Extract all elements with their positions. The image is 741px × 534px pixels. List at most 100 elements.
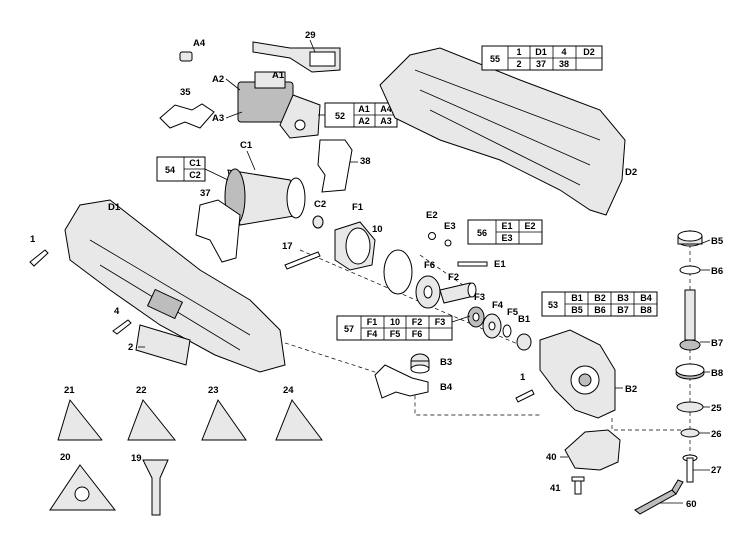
part-b8-gear (675, 363, 705, 380)
label-b4: B4 (440, 382, 453, 393)
t57-id: 57 (344, 324, 354, 334)
t55-r1c1: 37 (536, 59, 546, 69)
label-b6: B6 (711, 266, 723, 277)
label-f5: F5 (507, 307, 519, 318)
part-4-screw (112, 319, 132, 335)
label-25: 25 (711, 403, 722, 414)
part-e1-screw (457, 261, 488, 267)
t56-r0c0: E1 (501, 221, 512, 231)
part-switch-assembly (237, 71, 321, 139)
t53-r1c0: B5 (571, 305, 583, 315)
part-20-sanding-pad (49, 464, 117, 511)
label-a1: A1 (272, 70, 285, 81)
part-17-pin (284, 251, 321, 270)
t56-id: 56 (477, 228, 487, 238)
t52-r1c0: A2 (358, 116, 370, 126)
part-35-spring-clip (159, 103, 215, 129)
part-19-blade (142, 459, 169, 516)
part-f6-bearing (415, 275, 441, 309)
part-b4-fork-lever (374, 364, 429, 399)
t53-r1c3: B8 (640, 305, 652, 315)
table-56: 56 E1 E2 E3 (467, 219, 543, 245)
part-21-sanding-sheet (57, 399, 103, 441)
t52-r0c1: A4 (380, 104, 392, 114)
part-b7-spindle (679, 289, 701, 351)
label-d2: D2 (625, 167, 637, 178)
t53-r0c3: B4 (640, 293, 652, 303)
part-40-dust-guard (564, 429, 621, 471)
label-a2: A2 (212, 74, 224, 85)
label-22: 22 (136, 385, 147, 396)
label-29: 29 (305, 30, 316, 41)
label-b8: B8 (711, 368, 723, 379)
label-37: 37 (200, 188, 211, 199)
label-21: 21 (64, 385, 75, 396)
part-2-label (135, 324, 191, 366)
label-23: 23 (208, 385, 219, 396)
part-60-hex-key (634, 479, 684, 515)
t55-r0c1: D1 (535, 47, 547, 57)
part-c2-pinion (312, 215, 324, 229)
t57-r0c1: 10 (390, 317, 400, 327)
part-b6-circlip (679, 265, 701, 275)
part-e2-washer (428, 232, 436, 240)
part-f2-shaft (439, 282, 477, 304)
label-e2: E2 (426, 210, 438, 221)
part-f1-gear-housing (334, 221, 376, 271)
t56-r0c1: E2 (524, 221, 535, 231)
t57-r0c2: F2 (412, 317, 423, 327)
part-41-screw (571, 476, 585, 495)
t56-r1c0: E3 (501, 233, 512, 243)
label-a3: A3 (212, 113, 224, 124)
label-60: 60 (686, 499, 697, 510)
part-d2-housing (379, 47, 626, 216)
part-23-sanding-sheet (201, 398, 247, 441)
part-37-bracket (195, 199, 241, 263)
part-25-clamp (676, 401, 704, 413)
t57-r1c0: F4 (367, 329, 378, 339)
label-e3: E3 (444, 221, 456, 232)
label-b3: B3 (440, 357, 452, 368)
part-a4-cap (179, 51, 193, 62)
t53-r1c2: B7 (617, 305, 629, 315)
t55-r0c0: 1 (516, 47, 521, 57)
label-4: 4 (114, 306, 120, 317)
label-1-right: 1 (520, 372, 526, 383)
label-d1: D1 (108, 202, 121, 213)
part-b2-head-housing (539, 329, 616, 419)
t54-id: 54 (165, 165, 175, 175)
label-40: 40 (546, 452, 557, 463)
label-10: 10 (372, 224, 383, 235)
part-f5-clip (502, 324, 512, 338)
part-27-bolt (682, 454, 698, 483)
t52-r1c1: A3 (380, 116, 392, 126)
label-c2: C2 (314, 199, 326, 210)
t52-id: 52 (335, 111, 345, 121)
table-53: 53 B1 B2 B3 B4 B5 B6 B7 B8 (541, 291, 658, 317)
label-f2: F2 (448, 272, 459, 283)
t57-r0c0: F1 (367, 317, 378, 327)
part-22-sanding-sheet (127, 399, 177, 441)
label-38: 38 (360, 156, 371, 167)
part-10-ring (383, 249, 413, 295)
part-e3-washer (444, 239, 452, 247)
label-a4: A4 (193, 38, 206, 49)
table-57: 57 F1 10 F2 F3 F4 F5 F6 (336, 315, 453, 341)
label-b1: B1 (518, 314, 531, 325)
t54-r1c0: C2 (189, 170, 201, 180)
label-c1: C1 (240, 140, 253, 151)
label-41: 41 (550, 483, 561, 494)
part-f3-bearing (467, 306, 485, 328)
part-26-washer (680, 428, 700, 438)
t53-r0c0: B1 (571, 293, 583, 303)
table-52: 52 A1 A4 A2 A3 (324, 102, 398, 128)
part-b1-bushing (516, 333, 532, 351)
label-f4: F4 (492, 300, 504, 311)
t57-r1c2: F6 (412, 329, 423, 339)
table-55: 55 1 D1 4 D2 2 37 38 (481, 45, 603, 71)
t55-r0c3: D2 (583, 47, 595, 57)
label-f6: F6 (424, 260, 435, 271)
table-54: 54 C1 C2 (156, 156, 206, 182)
t52-r0c0: A1 (358, 104, 370, 114)
